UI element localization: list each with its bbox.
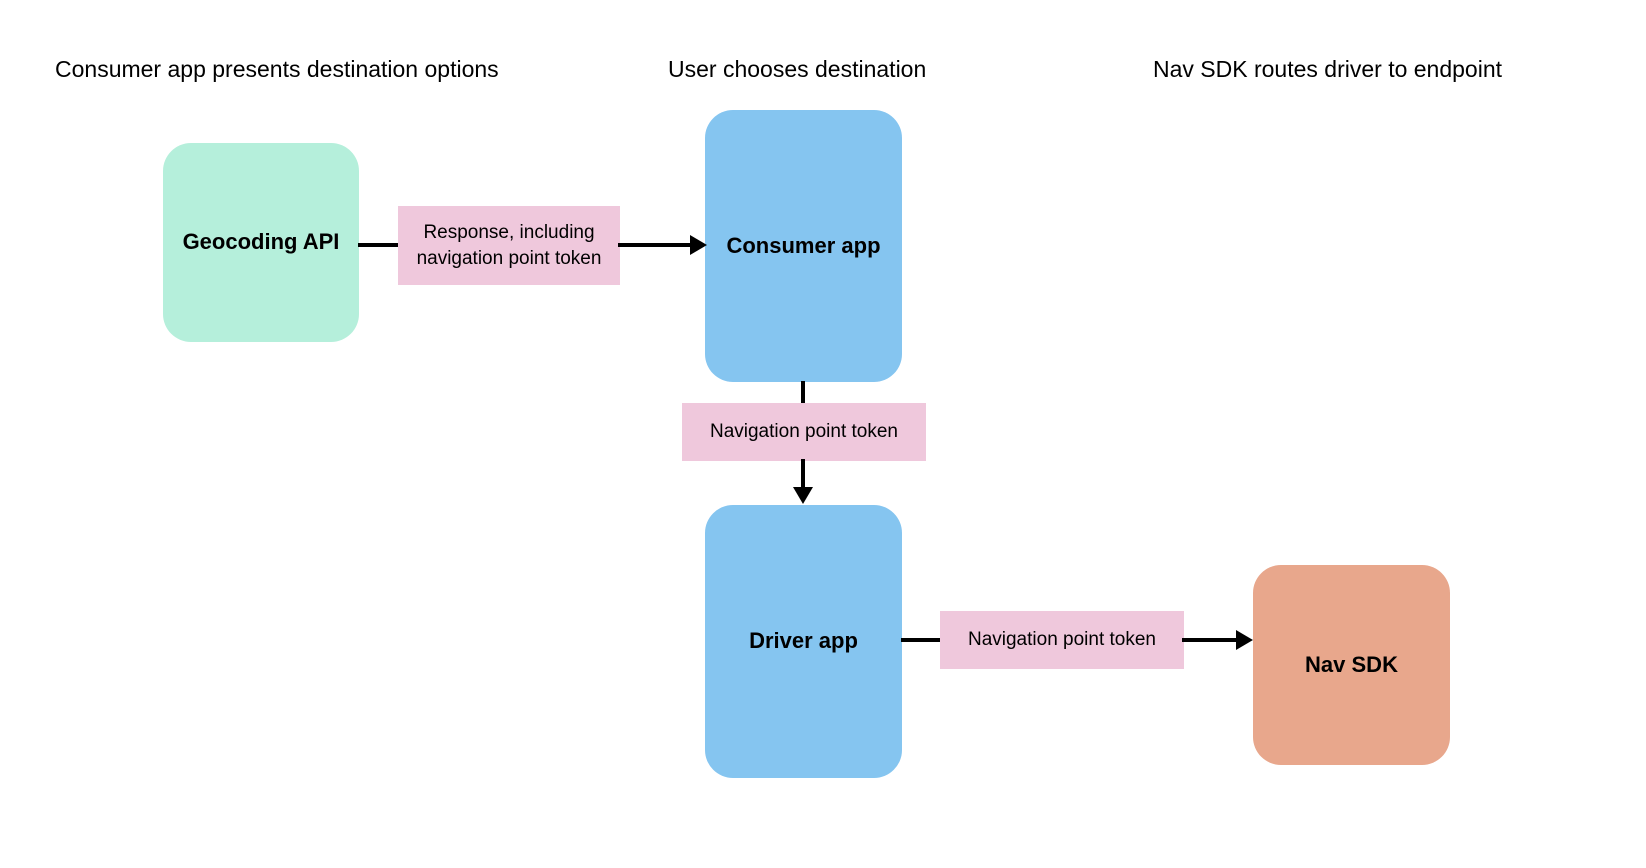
edge-label-nav-token-driver-navsdk: Navigation point token <box>940 611 1184 669</box>
edge-line-geocoding-to-label <box>358 243 406 247</box>
node-geocoding-api[interactable]: Geocoding API <box>163 143 359 342</box>
node-consumer-app[interactable]: Consumer app <box>705 110 902 382</box>
edge-label-response-token: Response, including navigation point tok… <box>398 206 620 285</box>
edge-label-nav-token-consumer-driver-text: Navigation point token <box>709 421 898 443</box>
arrowhead-consumer-to-driver <box>793 487 813 504</box>
node-consumer-app-label: Consumer app <box>726 232 881 258</box>
node-driver-app-label: Driver app <box>749 628 858 654</box>
node-nav-sdk[interactable]: Nav SDK <box>1253 565 1450 765</box>
node-driver-app[interactable]: Driver app <box>705 505 902 778</box>
column-header-nav-sdk: Nav SDK routes driver to endpoint <box>1153 56 1503 82</box>
node-geocoding-api-label: Geocoding API <box>182 229 340 255</box>
arrowhead-geocoding-to-consumer <box>690 235 707 255</box>
column-header-consumer-app: Consumer app presents destination option… <box>55 56 499 82</box>
arrowhead-driver-to-navsdk <box>1236 630 1253 650</box>
edge-line-label-to-consumer <box>618 243 692 247</box>
edge-line-label-to-navsdk <box>1182 638 1238 642</box>
column-header-user-chooses: User chooses destination <box>668 56 927 82</box>
edge-line-driver-to-label <box>901 638 948 642</box>
edge-label-nav-token-driver-navsdk-text: Navigation point token <box>967 629 1156 651</box>
edge-label-response-token-text: Response, including navigation point tok… <box>416 222 602 269</box>
node-nav-sdk-label: Nav SDK <box>1305 651 1398 677</box>
edge-line-label-to-driver <box>801 459 805 491</box>
edge-label-nav-token-consumer-driver: Navigation point token <box>682 403 926 461</box>
edge-line-consumer-to-label <box>801 381 805 407</box>
